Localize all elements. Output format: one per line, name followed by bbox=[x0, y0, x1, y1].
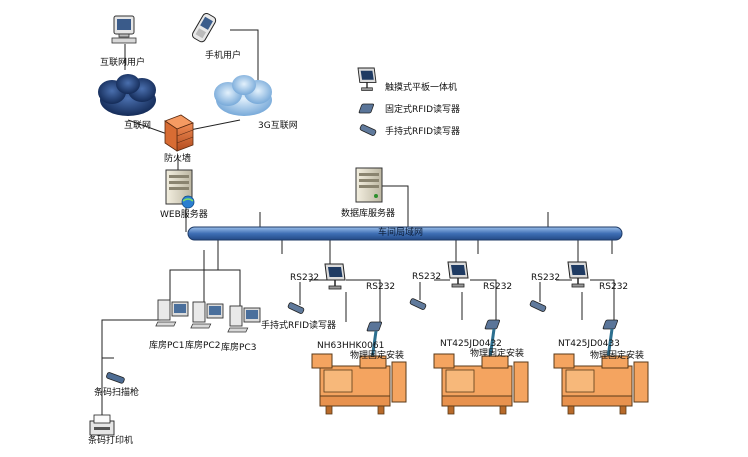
station2-mount-note: 物理固定安装 bbox=[470, 349, 525, 359]
station-wiring bbox=[299, 279, 615, 325]
warehouse-pc3-icon bbox=[227, 305, 261, 333]
warehouse-pc1-icon bbox=[155, 299, 189, 327]
station2-machine-id: NT425JD0432 bbox=[440, 339, 502, 349]
barcode-scanner-icon bbox=[106, 372, 125, 384]
station1-machine-id: NH63HHK0061 bbox=[317, 341, 385, 351]
station1-handheld-label: 手持式RFID读写器 bbox=[261, 321, 337, 331]
station3-machine-id: NT425JD0433 bbox=[558, 339, 620, 349]
legend-touch-panel-label: 触摸式平板一体机 bbox=[385, 83, 458, 93]
legend-handheld-rfid-label: 手持式RFID读写器 bbox=[385, 127, 461, 137]
station3-mount-note: 物理固定安装 bbox=[590, 351, 645, 361]
connection-lines bbox=[101, 29, 613, 432]
warehouse-pc3-label: 库房PC3 bbox=[221, 343, 257, 353]
web-server-icon bbox=[165, 169, 195, 209]
station1-handheld-rfid-icon bbox=[287, 301, 305, 315]
firewall-icon bbox=[164, 114, 194, 152]
scanner-label: 条码扫描枪 bbox=[94, 388, 140, 398]
web-server-label: WEB服务器 bbox=[160, 210, 208, 220]
internet-cloud bbox=[98, 74, 156, 116]
station1-machine-icon bbox=[311, 353, 407, 415]
station2-touch-panel-icon bbox=[447, 261, 469, 288]
fixed-rfid-legend-icon bbox=[358, 103, 374, 114]
station1-fixed-rfid-icon bbox=[366, 321, 382, 361]
station2-fixed-rfid-icon bbox=[484, 319, 500, 359]
station2-rs232-right-label: RS232 bbox=[483, 282, 513, 292]
station2-rs232-left-label: RS232 bbox=[412, 272, 442, 282]
station3-machine-icon bbox=[553, 353, 649, 415]
mobile-cloud bbox=[214, 75, 272, 116]
database-server-icon bbox=[355, 167, 383, 203]
lan-label: 车间局域网 bbox=[378, 228, 424, 238]
db-server-label: 数据库服务器 bbox=[341, 209, 396, 219]
mobile-phone-icon bbox=[191, 12, 217, 43]
station2-machine-icon bbox=[433, 353, 529, 415]
firewall-label: 防火墙 bbox=[164, 154, 192, 164]
station3-handheld-rfid-icon bbox=[529, 299, 547, 313]
lan-bus bbox=[187, 226, 623, 241]
internet-label: 互联网 bbox=[124, 121, 152, 131]
warehouse-pc1-label: 库房PC1 bbox=[149, 341, 185, 351]
station1-mount-note: 物理固定安装 bbox=[350, 351, 405, 361]
station3-rs232-left-label: RS232 bbox=[531, 273, 561, 283]
handheld-rfid-legend-icon bbox=[359, 123, 377, 137]
station1-touch-panel-icon bbox=[324, 263, 346, 290]
printer-label: 条码打印机 bbox=[88, 436, 134, 446]
touch-panel-legend-icon bbox=[357, 67, 377, 92]
station3-fixed-rfid-icon bbox=[602, 319, 618, 359]
warehouse-pc2-icon bbox=[190, 301, 224, 329]
mobile-net-label: 3G互联网 bbox=[258, 121, 298, 131]
internet-user-label: 互联网用户 bbox=[100, 58, 146, 68]
computer-icon bbox=[111, 15, 137, 44]
mobile-user-label: 手机用户 bbox=[205, 51, 242, 61]
station1-rs232-left-label: RS232 bbox=[290, 273, 320, 283]
warehouse-pc2-label: 库房PC2 bbox=[185, 341, 221, 351]
station1-rs232-right-label: RS232 bbox=[366, 282, 396, 292]
station2-handheld-rfid-icon bbox=[409, 297, 427, 311]
legend-fixed-rfid-label: 固定式RFID读写器 bbox=[385, 105, 461, 115]
station3-touch-panel-icon bbox=[567, 261, 589, 288]
barcode-printer-icon bbox=[89, 414, 115, 436]
station3-rs232-right-label: RS232 bbox=[599, 282, 629, 292]
